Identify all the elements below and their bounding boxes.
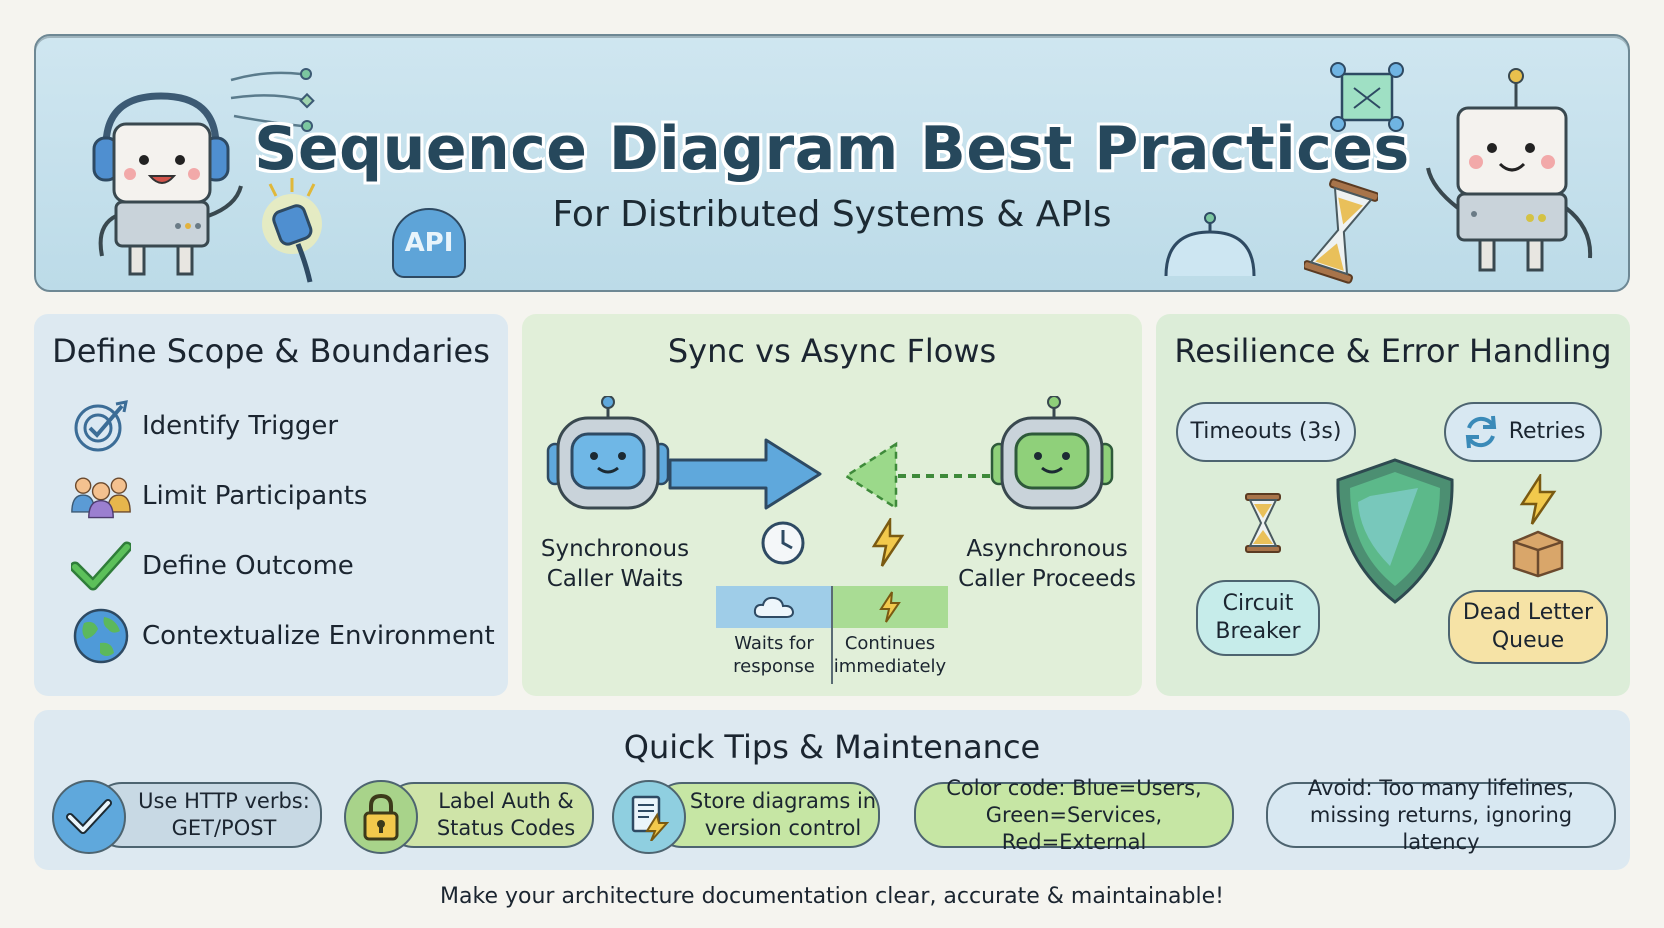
robot-icon (1426, 68, 1593, 272)
document-icon (631, 795, 670, 841)
cloud-icon (753, 596, 795, 618)
network-graph-icon (1330, 62, 1404, 132)
package-icon (1512, 530, 1564, 578)
refresh-icon (1465, 415, 1496, 449)
robot-headset-icon (92, 92, 243, 276)
tip-label: Use HTTP verbs: GET/POST (138, 789, 310, 840)
sync-async-comparison: Waits for response Continues immediately (716, 586, 948, 684)
resilience-title: Resilience & Error Handling (1174, 332, 1612, 370)
tip-label: Avoid: Too many lifelines, missing retur… (1307, 775, 1575, 854)
footer-tagline: Make your architecture documentation cle… (440, 884, 1224, 909)
dead-letter-bubble: Dead Letter Queue (1448, 590, 1608, 664)
clock-icon (761, 521, 805, 565)
dead-letter-label: Dead Letter Queue (1462, 600, 1594, 653)
scope-item-label: Identify Trigger (142, 411, 339, 441)
scope-panel: Define Scope & Boundaries Identify Trigg… (34, 314, 508, 696)
plug-icon (262, 178, 322, 283)
sync-arrow (668, 438, 822, 510)
lock-icon (363, 793, 399, 841)
sync-cell (716, 586, 832, 628)
async-robot-icon (990, 396, 1114, 510)
sync-note: Waits for response (733, 633, 815, 677)
scope-item-label: Define Outcome (142, 551, 354, 581)
retries-label: Retries (1508, 419, 1586, 444)
circuit-breaker-bubble: Circuit Breaker (1196, 580, 1320, 656)
divider (831, 586, 833, 684)
dome-icon (1164, 212, 1256, 277)
async-cell (832, 586, 948, 628)
page-subtitle: For Distributed Systems & APIs (552, 194, 1112, 235)
async-arrow (843, 441, 990, 511)
check-circle-icon (66, 799, 112, 834)
tip-http-verbs: Use HTTP verbs: GET/POST (52, 780, 322, 854)
scope-item-label: Contextualize Environment (142, 621, 495, 651)
scope-item-limit-participants: Limit Participants (70, 466, 500, 526)
scope-item-identify-trigger: Identify Trigger (70, 396, 500, 456)
scope-item-contextualize-environment: Contextualize Environment (70, 606, 500, 666)
sync-label: Synchronous Caller Waits (540, 536, 690, 592)
sync-robot-icon (546, 396, 670, 510)
hourglass-icon (1245, 493, 1281, 553)
header-banner: API Sequence Diagram Best Practices For … (34, 34, 1630, 292)
timeouts-bubble: Timeouts (3s) (1176, 402, 1356, 462)
tip-version-control: Store diagrams in version control (612, 780, 880, 854)
api-badge-label: API (404, 228, 454, 258)
lightning-icon (879, 591, 901, 623)
retries-bubble: Retries (1444, 402, 1602, 462)
api-badge: API (392, 208, 466, 278)
scope-item-define-outcome: Define Outcome (70, 536, 500, 596)
lightning-icon (1519, 474, 1557, 525)
lightning-icon (871, 518, 905, 567)
tips-panel: Quick Tips & Maintenance Use HTTP verbs:… (34, 710, 1630, 870)
page-title: Sequence Diagram Best Practices (254, 114, 1410, 184)
network-lines-icon (230, 68, 315, 132)
async-note: Continues immediately (833, 633, 947, 677)
tip-avoid: Avoid: Too many lifelines, missing retur… (1266, 776, 1616, 854)
scope-item-label: Limit Participants (142, 481, 368, 511)
tip-color-code: Color code: Blue=Users, Green=Services, … (914, 776, 1234, 854)
target-icon (74, 400, 128, 452)
tip-auth-status: Label Auth & Status Codes (344, 780, 594, 854)
tips-title: Quick Tips & Maintenance (623, 728, 1041, 766)
flows-title: Sync vs Async Flows (667, 332, 997, 370)
tip-label: Store diagrams in version control (689, 789, 877, 840)
hourglass-icon (1304, 178, 1378, 284)
scope-title: Define Scope & Boundaries (52, 332, 490, 370)
timeouts-label: Timeouts (3s) (1190, 419, 1342, 444)
people-icon (71, 477, 131, 519)
checkmark-icon (71, 541, 131, 591)
tip-label: Label Auth & Status Codes (436, 789, 576, 840)
globe-icon (73, 608, 129, 664)
async-label: Asynchronous Caller Proceeds (958, 536, 1136, 592)
circuit-breaker-label: Circuit Breaker (1215, 591, 1301, 644)
shield-icon (1336, 458, 1454, 604)
tip-label: Color code: Blue=Users, Green=Services, … (946, 775, 1202, 854)
